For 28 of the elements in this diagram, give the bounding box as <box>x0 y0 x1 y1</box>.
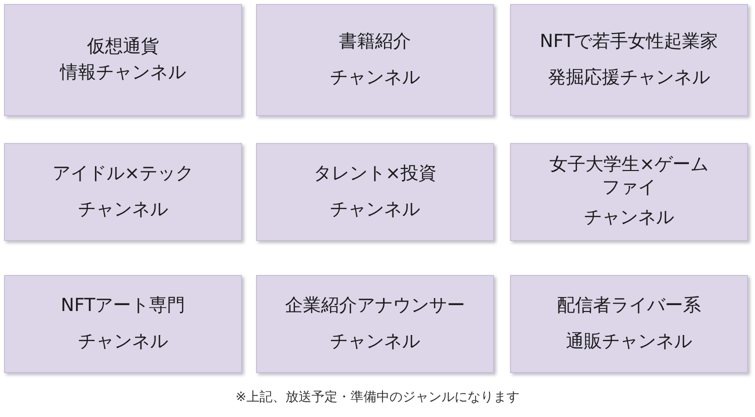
channel-name: 女子大学生×ゲームファイ <box>548 154 710 200</box>
category-box <box>510 4 748 116</box>
category-box <box>256 143 494 241</box>
category-box <box>4 143 242 241</box>
channel-name: タレント×投資 <box>313 162 437 185</box>
channel-name: チャンネル <box>330 331 420 354</box>
footnote: ※上記、放送予定・準備中のジャンルになります <box>234 389 520 406</box>
category-box <box>4 4 242 116</box>
category-box <box>510 143 748 241</box>
channel-name: 仮想通貨 <box>87 36 159 58</box>
category-box <box>4 275 242 373</box>
channel-name: NFTで若手女性起業家 <box>540 30 718 53</box>
channel-name: チャンネル <box>78 199 168 222</box>
channel-name: チャンネル <box>78 331 168 354</box>
channel-name: アイドル×テック <box>52 162 194 185</box>
channel-name: チャンネル <box>330 199 420 222</box>
channel-name: 配信者ライバー系 <box>557 294 701 317</box>
channel-name: チャンネル <box>330 67 420 90</box>
channel-name: 企業紹介アナウンサー <box>285 294 465 317</box>
category-box <box>256 275 494 373</box>
category-box <box>510 275 748 373</box>
channel-name: 情報チャンネル <box>60 62 186 84</box>
channel-name: NFTアート専門 <box>60 294 186 317</box>
channel-name: 書籍紹介 <box>339 30 411 53</box>
category-box <box>256 4 494 116</box>
channel-name: チャンネル <box>584 207 674 230</box>
channel-name: 発掘応援チャンネル <box>548 67 710 90</box>
channel-name: 通販チャンネル <box>566 331 692 354</box>
